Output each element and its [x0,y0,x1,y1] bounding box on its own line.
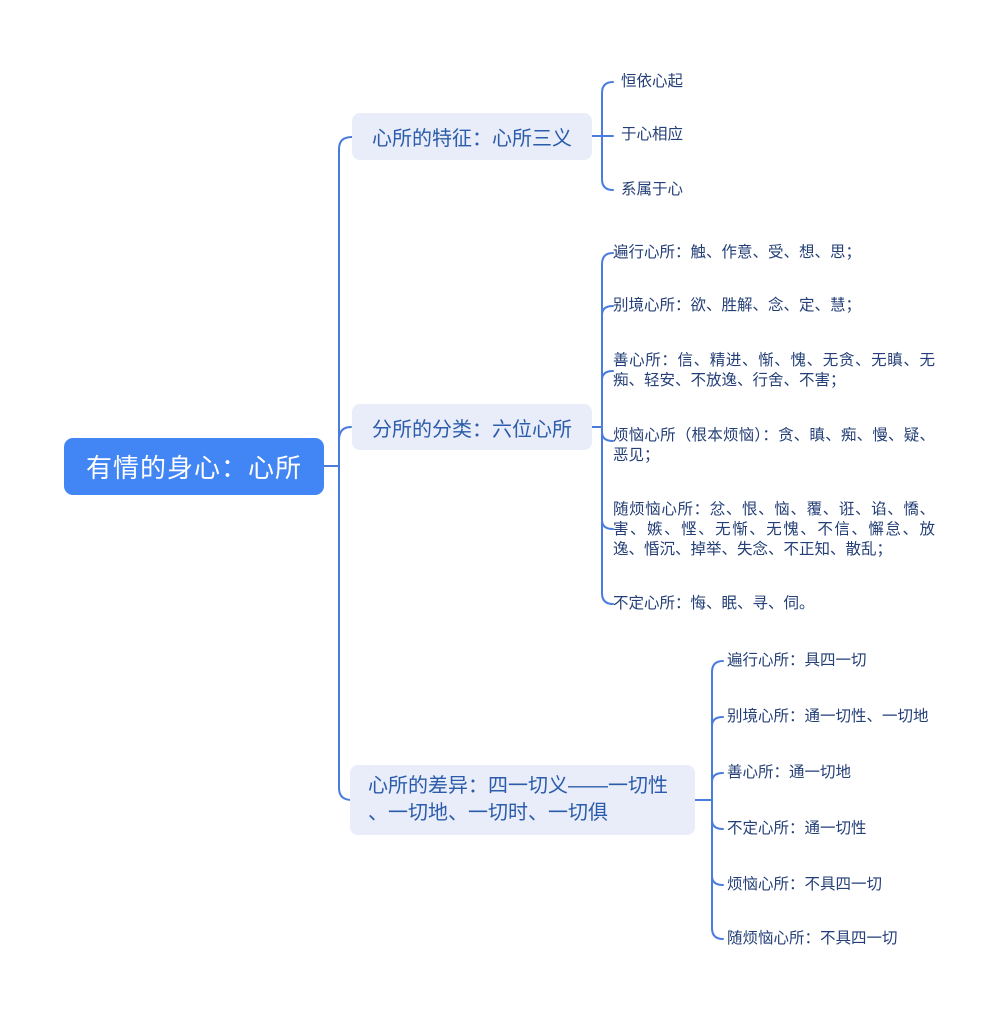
branch-differences-label-line1: 心所的差异：四一切义——一切性 [368,775,668,797]
leaf-node-yu-xin-xiang-ying[interactable]: 于心相应 [621,126,684,143]
branch-node-classification[interactable]: 分所的分类：六位心所 [352,404,592,450]
leaf-node-biejing-list[interactable]: 别境心所：欲、胜解、念、定、慧； [613,297,862,314]
leaf-node-buding-scope[interactable]: 不定心所：通一切性 [727,820,867,837]
connector-b2-tick-3 [601,370,614,381]
leaf-node-suifannao-scope[interactable]: 随烦恼心所：不具四一切 [727,930,898,947]
leaf-node-shan-scope[interactable]: 善心所：通一切地 [727,764,852,781]
leaf-node-bianxing-list[interactable]: 遍行心所：触、作意、受、想、思； [613,244,862,261]
connector-branch2-elbow [338,426,352,441]
connector-b3-tick-2 [711,716,724,727]
branch-differences-label-line2: 、一切地、一切时、一切俱 [368,802,608,824]
branch-differences-label: 心所的差异：四一切义——一切性、一切地、一切时、一切俱 [368,773,668,827]
connector-main-bus [338,136,353,801]
leaf-node-fannao-scope[interactable]: 烦恼心所：不具四一切 [727,876,883,893]
connector-b2-tick-5 [601,519,614,530]
connector-b3-tick-3 [711,772,724,783]
leaf-node-suifannao-list[interactable]: 随烦恼心所：忿、恨、恼、覆、诳、谄、憍、害、嫉、悭、无惭、无愧、不信、懈怠、放逸… [613,501,935,558]
root-node[interactable]: 有情的身心：心所 [64,438,324,495]
connector-b3-tick-5 [711,875,724,886]
connector-b3-tick-4 [711,819,724,830]
leaf-node-buding-list[interactable]: 不定心所：悔、眠、寻、伺。 [613,595,815,612]
leaf-node-bianxing-scope[interactable]: 遍行心所：具四一切 [727,652,867,669]
leaf-node-biejing-scope[interactable]: 别境心所：通一切性、一切地 [727,708,929,725]
connector-b2-bus [601,252,614,605]
connector-b2-tick-4 [601,431,614,442]
leaf-node-xi-shu-yu-xin[interactable]: 系属于心 [621,181,684,198]
leaf-node-heng-yi-xin-qi[interactable]: 恒依心起 [621,73,684,90]
connector-b3-bus [711,660,724,940]
connector-b2-tick-2 [601,305,614,316]
leaf-node-shan-list[interactable]: 善心所：信、精进、惭、愧、无贪、无瞋、无痴、轻安、不放逸、行舍、不害； [613,352,935,389]
branch-node-differences[interactable]: 心所的差异：四一切义——一切性、一切地、一切时、一切俱 [350,765,695,835]
branch-node-characteristics[interactable]: 心所的特征：心所三义 [352,113,592,160]
leaf-node-fannao-list[interactable]: 烦恼心所（根本烦恼）：贪、瞋、痴、慢、疑、恶见； [613,427,935,464]
